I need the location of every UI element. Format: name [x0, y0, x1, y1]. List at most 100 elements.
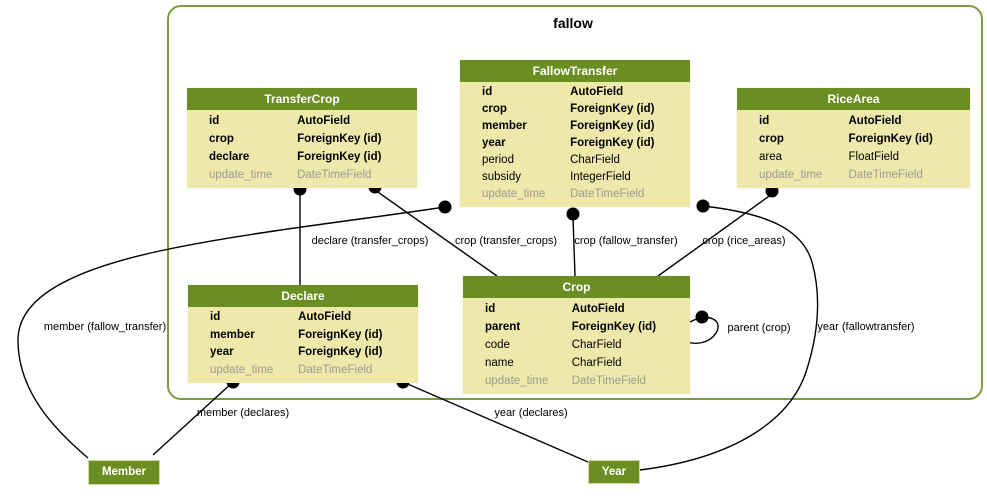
field-type: CharField	[571, 357, 622, 369]
external-model-year: Year	[588, 460, 640, 484]
table-row: subsidy IntegerField	[460, 169, 690, 186]
edge-crop-fallow-transfer	[572, 216, 576, 277]
external-model-member: Member	[88, 460, 160, 485]
field-name: update_time	[209, 169, 273, 181]
table-title: Declare	[188, 285, 418, 307]
field-type: DateTimeField	[571, 375, 647, 387]
table-row: crop ForeignKey (id)	[460, 101, 690, 118]
edge-crop-rice-areas	[657, 193, 773, 277]
field-name: id	[485, 303, 496, 315]
field-name: update_time	[759, 169, 823, 181]
field-name: area	[759, 151, 783, 163]
edge-crop-transfer-crops	[374, 189, 498, 277]
edge-label-crop-rice-areas: crop (rice_areas)	[702, 235, 786, 247]
table-row: update_time DateTimeField	[463, 372, 690, 390]
field-name: year	[210, 346, 234, 358]
field-name: crop	[482, 103, 507, 115]
table-row: id AutoField	[187, 112, 417, 130]
field-type: AutoField	[298, 311, 352, 323]
table-row: parent ForeignKey (id)	[463, 318, 690, 336]
table-row: area FloatField	[737, 148, 970, 166]
field-name: crop	[759, 133, 784, 145]
field-name: id	[759, 115, 770, 127]
table-title: FallowTransfer	[460, 60, 690, 82]
field-name: crop	[209, 133, 234, 145]
fk-dot-fallowtransfer-member	[438, 200, 452, 214]
field-type: FloatField	[848, 151, 900, 163]
field-type: DateTimeField	[848, 169, 923, 181]
field-type: IntegerField	[570, 171, 631, 183]
edge-member-fallow-transfer	[17, 206, 446, 459]
table-row: member ForeignKey (id)	[188, 327, 418, 345]
field-name: code	[485, 339, 510, 351]
field-type: CharField	[571, 339, 622, 351]
field-name: id	[482, 86, 493, 98]
edge-label-declare-transfer-crops: declare (transfer_crops)	[311, 235, 429, 247]
field-type: ForeignKey (id)	[570, 137, 655, 149]
edge-member-declares	[152, 381, 234, 456]
model-table-ricearea: RiceArea id AutoField crop ForeignKey (i…	[737, 88, 970, 188]
field-type: CharField	[570, 154, 620, 166]
model-table-crop: Crop id AutoField parent ForeignKey (id)…	[463, 276, 690, 394]
app-title: fallow	[553, 15, 593, 31]
table-title: Crop	[463, 276, 690, 298]
field-type: ForeignKey (id)	[298, 328, 383, 341]
field-name: update_time	[482, 188, 546, 200]
table-row: update_time DateTimeField	[460, 186, 690, 203]
fk-dot-fallowtransfer-crop	[566, 207, 580, 221]
field-name: subsidy	[482, 171, 521, 183]
field-type: ForeignKey (id)	[848, 133, 933, 145]
field-name: update_time	[210, 363, 274, 376]
table-row: year ForeignKey (id)	[188, 344, 418, 362]
table-row: update_time DateTimeField	[187, 166, 417, 184]
field-type: ForeignKey (id)	[570, 103, 655, 115]
edge-label-parent-crop: parent (crop)	[727, 322, 791, 334]
edge-label-crop-transfer-crops: crop (transfer_crops)	[454, 235, 558, 247]
table-row: member ForeignKey (id)	[460, 118, 690, 135]
edge-year-declares	[402, 381, 589, 463]
field-type: DateTimeField	[298, 363, 373, 376]
model-table-fallowtransfer: FallowTransfer id AutoField crop Foreign…	[460, 60, 690, 207]
table-row: id AutoField	[460, 84, 690, 101]
field-type: ForeignKey (id)	[297, 133, 382, 145]
field-name: period	[482, 154, 514, 166]
field-name: update_time	[485, 375, 549, 387]
field-name: name	[485, 357, 514, 369]
field-type: ForeignKey (id)	[298, 346, 383, 358]
field-name: member	[482, 120, 527, 132]
table-row: declare ForeignKey (id)	[187, 148, 417, 166]
table-row: crop ForeignKey (id)	[737, 130, 970, 148]
edge-label-member-declares: member (declares)	[196, 407, 290, 419]
field-type: AutoField	[571, 303, 625, 315]
edge-label-member-fallow-transfer: member (fallow_transfer)	[43, 321, 167, 333]
table-row: update_time DateTimeField	[188, 362, 418, 380]
field-type: AutoField	[848, 115, 902, 127]
field-type: DateTimeField	[297, 169, 372, 181]
edge-label-crop-fallow-transfer: crop (fallow_transfer)	[574, 235, 678, 247]
table-row: crop ForeignKey (id)	[187, 130, 417, 148]
field-type: ForeignKey (id)	[571, 321, 657, 333]
table-title: RiceArea	[737, 88, 970, 110]
field-name: member	[210, 328, 255, 341]
field-type: DateTimeField	[570, 188, 645, 200]
table-row: update_time DateTimeField	[737, 166, 970, 184]
app-frame-fallow	[167, 5, 983, 400]
field-type: ForeignKey (id)	[297, 151, 382, 163]
field-name: id	[209, 115, 220, 127]
table-row: period CharField	[460, 152, 690, 169]
table-title: TransferCrop	[187, 88, 417, 110]
edge-label-year-fallowtransfer: year (fallowtransfer)	[817, 321, 915, 333]
fk-dot-fallowtransfer-year	[696, 199, 710, 213]
fk-dot-crop-parent	[695, 310, 709, 324]
model-table-declare: Declare id AutoField member ForeignKey (…	[188, 285, 418, 383]
edge-label-year-declares: year (declares)	[494, 407, 568, 419]
model-table-transfercrop: TransferCrop id AutoField crop ForeignKe…	[187, 88, 417, 188]
table-row: year ForeignKey (id)	[460, 135, 690, 152]
field-type: AutoField	[570, 86, 624, 98]
edge-year-fallowtransfer	[639, 205, 819, 471]
field-name: id	[210, 311, 221, 323]
field-name: parent	[485, 321, 521, 333]
table-row: code CharField	[463, 336, 690, 354]
table-row: id AutoField	[737, 112, 970, 130]
